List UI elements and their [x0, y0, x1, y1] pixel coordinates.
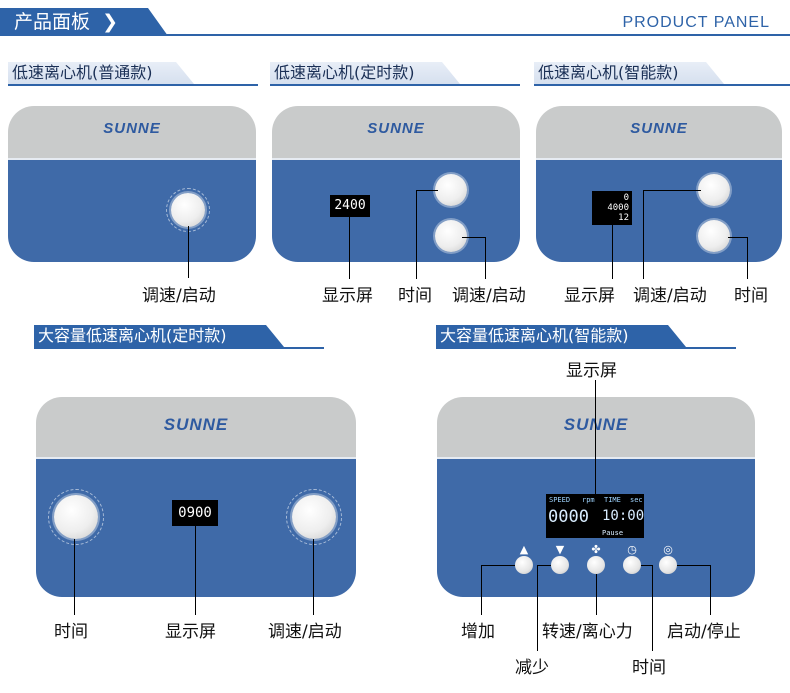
start-stop-button[interactable] — [659, 556, 677, 574]
speed-start-knob[interactable] — [292, 495, 336, 539]
section-title-large-timer: 大容量低速离心机(定时款) — [34, 325, 284, 347]
lcd-display: 0900 — [172, 500, 218, 526]
label-decrease: 减少 — [515, 658, 549, 678]
section-divider — [436, 347, 736, 349]
lcd-display: 2400 — [330, 195, 370, 217]
brand-logo: SUNNE — [103, 120, 161, 137]
label-display: 显示屏 — [564, 286, 615, 306]
label-time: 时间 — [632, 658, 666, 678]
section-divider — [270, 84, 520, 86]
panel-timer: SUNNE — [272, 106, 520, 262]
section-divider — [534, 84, 790, 86]
section-title-timer: 低速离心机(定时款) — [270, 62, 460, 84]
brand-logo: SUNNE — [367, 120, 425, 137]
panel-standard: SUNNE — [8, 106, 256, 262]
header-title: 产品面板 — [14, 11, 91, 33]
speed-start-knob[interactable] — [435, 220, 467, 252]
fan-icon: ✤ — [591, 543, 601, 556]
time-knob[interactable] — [54, 495, 98, 539]
label-speed-start: 调速/启动 — [633, 286, 707, 306]
brand-logo: SUNNE — [437, 415, 755, 435]
header-divider — [0, 34, 790, 36]
section-title-smart: 低速离心机(智能款) — [534, 62, 724, 84]
time-knob[interactable] — [698, 220, 730, 252]
time-knob[interactable] — [435, 174, 467, 206]
arrow-down-icon: ▼ — [555, 543, 565, 556]
section-divider — [8, 84, 258, 86]
label-display: 显示屏 — [566, 361, 617, 381]
lcd-display: 0 4000 12 — [592, 191, 632, 225]
header-english-title: PRODUCT PANEL — [622, 14, 770, 31]
increase-button[interactable] — [515, 556, 533, 574]
mode-button[interactable] — [587, 556, 605, 574]
label-time: 时间 — [734, 286, 768, 306]
clock-icon: ◷ — [627, 543, 637, 556]
label-increase: 增加 — [461, 622, 495, 642]
label-speed-start: 调速/启动 — [452, 286, 526, 306]
label-speed-start: 调速/启动 — [142, 286, 216, 306]
header-tab: 产品面板 ❯ — [0, 8, 168, 36]
label-speed-start: 调速/启动 — [268, 622, 342, 642]
speed-start-knob[interactable] — [171, 193, 205, 227]
label-display: 显示屏 — [165, 622, 216, 642]
panel-smart: SUNNE — [536, 106, 782, 262]
section-divider — [34, 347, 324, 349]
power-icon: ◎ — [663, 543, 673, 556]
label-display: 显示屏 — [322, 286, 373, 306]
brand-logo: SUNNE — [630, 120, 688, 137]
label-mode: 转速/离心力 — [542, 622, 633, 642]
time-button[interactable] — [623, 556, 641, 574]
section-title-standard: 低速离心机(普通款) — [8, 62, 194, 84]
speed-start-knob[interactable] — [698, 174, 730, 206]
brand-logo: SUNNE — [163, 415, 229, 434]
lcd-display: SPEED rpm TIME sec 0000 10:00 Pause — [546, 494, 645, 538]
decrease-button[interactable] — [551, 556, 569, 574]
label-time: 时间 — [398, 286, 432, 306]
label-time: 时间 — [54, 622, 88, 642]
arrow-up-icon: ▲ — [519, 543, 529, 556]
label-start-stop: 启动/停止 — [667, 622, 741, 642]
section-title-large-smart: 大容量低速离心机(智能款) — [436, 325, 686, 347]
chevron-right-icon: ❯ — [102, 11, 118, 33]
